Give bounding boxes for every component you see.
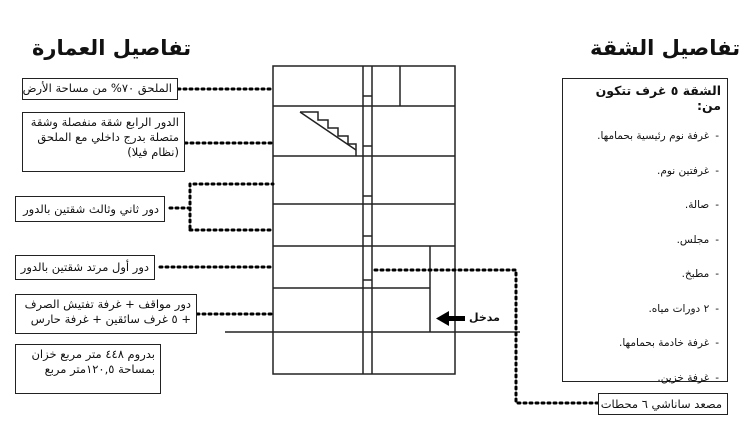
room-item: مجلس. [569, 223, 719, 258]
room-item: صالة. [569, 188, 719, 223]
entrance-arrow [436, 311, 465, 326]
room-item: غرفتين نوم. [569, 154, 719, 189]
leader-second-third [168, 182, 275, 210]
floor-box-ground: دور مواقف + غرفة تفتيش الصرف + ٥ غرف سائ… [15, 294, 197, 334]
apartment-details-title: تفاصيل الشقة [590, 36, 741, 60]
internal-stair [300, 111, 357, 156]
floor-box-annex: الملحق ٧٠% من مساحة الأرض [22, 78, 178, 100]
apartment-details-panel: الشقة ٥ غرف تتكون من: غرفة نوم رئيسية بح… [562, 78, 728, 384]
floor-box-first: دور أول مرتد شقتين بالدور [15, 255, 155, 280]
building-outline [272, 65, 456, 375]
stair-rail [299, 111, 357, 151]
room-item: غرفة خزين. [569, 361, 719, 396]
floor-box-basement: بدروم ٤٤٨ متر مربع خزان بمساحة ١٢٠,٥متر … [15, 344, 161, 394]
apartment-room-list: غرفة نوم رئيسية بحمامها. غرفتين نوم. صال… [563, 119, 727, 395]
entrance-label: مدخل [469, 311, 500, 324]
room-item: ٢ دورات مياه. [569, 292, 719, 327]
floor-box-second-third: دور ثاني وثالث شقتين بالدور [15, 196, 165, 222]
room-item: مطبخ. [569, 257, 719, 292]
building-details-title: تفاصيل العمارة [32, 36, 192, 60]
floor-box-fourth: الدور الرابع شقة منفصلة وشقة متصلة بدرج … [22, 112, 185, 172]
room-item: غرفة خادمة بحمامها. [569, 326, 719, 361]
leader-elevator [373, 268, 600, 405]
room-item: غرفة نوم رئيسية بحمامها. [569, 119, 719, 154]
apartment-heading: الشقة ٥ غرف تتكون من: [595, 83, 721, 113]
elevator-box: مصعد ساناشي ٦ محطات [598, 393, 728, 415]
